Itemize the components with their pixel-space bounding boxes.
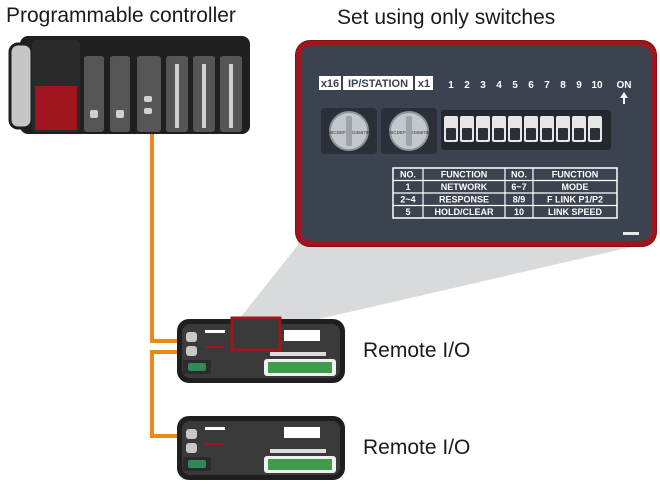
switch-panel-graphic: x16 IP/STATION x1 1 2 3 4 5 6 7 8 9 10 O… — [319, 76, 639, 235]
table-cell: 2~4 — [400, 195, 415, 205]
dip-number-8: 8 — [560, 80, 566, 91]
x16-label: x16 — [321, 78, 339, 90]
on-arrow-icon — [620, 92, 628, 104]
dip-number-7: 7 — [544, 80, 550, 91]
dip-number-10: 10 — [591, 80, 603, 91]
dip-number-2: 2 — [464, 80, 470, 91]
panel-corner-mark — [623, 232, 639, 235]
x1-label-box — [415, 76, 433, 90]
remote-io-label-2: Remote I/O — [363, 436, 471, 459]
table-cell: F LINK P1/P2 — [547, 195, 603, 205]
plc-title: Programmable controller — [6, 4, 236, 27]
table-cell: 1 — [405, 182, 410, 192]
table-cell: HOLD/CLEAR — [435, 207, 494, 217]
switch-highlight-box — [230, 316, 282, 352]
dip-number-1: 1 — [448, 80, 454, 91]
ip-station-label: IP/STATION — [348, 78, 408, 90]
dip-numbers: 1 2 3 4 5 6 7 8 9 10 — [448, 80, 603, 91]
dip-number-4: 4 — [496, 80, 502, 91]
remote-io-unit-1 — [177, 316, 345, 383]
dip-number-6: 6 — [528, 80, 534, 91]
switch-panel-face: x16 IP/STATION x1 1 2 3 4 5 6 7 8 9 10 O… — [301, 46, 651, 241]
remote-io-unit-2 — [177, 416, 345, 480]
table-cell: NETWORK — [441, 182, 488, 192]
rotary-switch-left: ABCDEF0123456789 — [321, 108, 377, 154]
x16-label-box — [319, 76, 341, 90]
table-cell: LINK SPEED — [548, 207, 603, 217]
table-cell: 5 — [405, 207, 410, 217]
rotary-switch-right: ABCDEF0123456789 — [381, 108, 437, 154]
table-cell: 10 — [514, 207, 524, 217]
table-header-function-2: FUNCTION — [552, 170, 599, 180]
plc-rack — [8, 36, 250, 134]
table-header-no-1: NO. — [400, 170, 416, 180]
table-cell: RESPONSE — [439, 195, 489, 205]
remote-io-label-1: Remote I/O — [363, 339, 471, 362]
switch-function-table: NO. FUNCTION NO. FUNCTION 1 NETWORK 6~7 … — [392, 167, 618, 219]
dip-number-5: 5 — [512, 80, 518, 91]
ip-station-label-box — [343, 76, 413, 90]
on-label: ON — [617, 80, 632, 91]
x1-label: x1 — [418, 78, 430, 90]
table-header-no-2: NO. — [511, 170, 527, 180]
table-cell: 6~7 — [511, 182, 526, 192]
dip-number-9: 9 — [576, 80, 582, 91]
dip-switch-block — [441, 110, 611, 150]
table-cell: MODE — [562, 182, 589, 192]
table-header-function-1: FUNCTION — [441, 170, 488, 180]
zoom-title: Set using only switches — [337, 6, 556, 29]
zoom-panel: x16 IP/STATION x1 1 2 3 4 5 6 7 8 9 10 O… — [296, 41, 656, 246]
cable-lines — [150, 130, 178, 438]
table-cell: 8/9 — [513, 195, 526, 205]
dip-number-3: 3 — [480, 80, 486, 91]
